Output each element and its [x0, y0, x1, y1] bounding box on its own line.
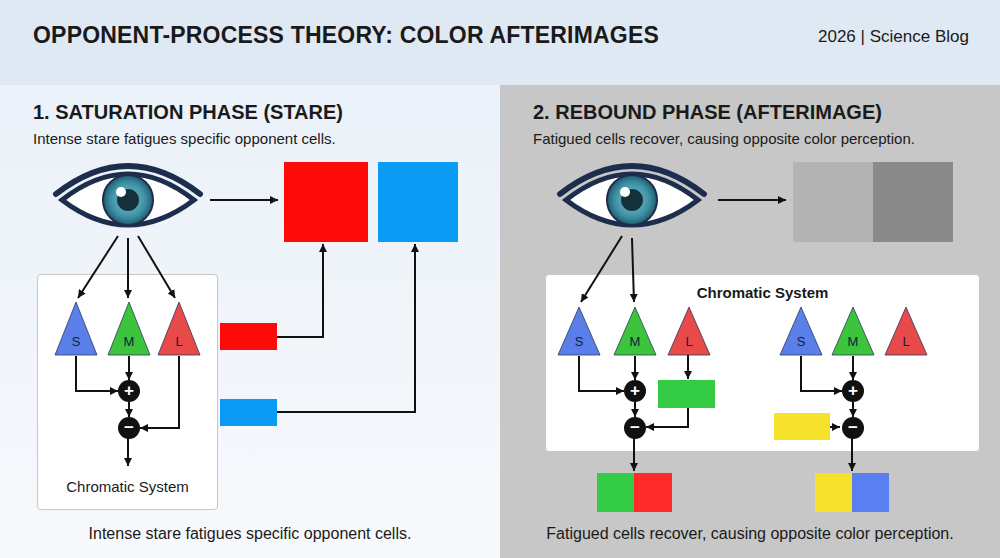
cone-letter: L: [884, 334, 928, 349]
triangle-fill: [158, 302, 200, 355]
triangle-fill: [55, 302, 97, 355]
red-swatch: [634, 473, 672, 512]
red-bar: [220, 323, 277, 350]
panel-caption: Fatigued cells recover, causing opposite…: [500, 525, 1000, 543]
operator-circle: −: [842, 417, 864, 439]
operator-sign: +: [118, 380, 140, 402]
phase-panel: 2. REBOUND PHASE (AFTERIMAGE) Fatigued ce…: [500, 85, 1000, 558]
panel-heading: 1. SATURATION PHASE (STARE): [33, 101, 343, 124]
red-square: [284, 162, 368, 242]
signal-arrow: [581, 236, 622, 302]
cone-letter: M: [107, 334, 151, 349]
cone-triangle: L: [884, 306, 928, 356]
box-label: Chromatic System: [546, 284, 979, 301]
cone-letter: L: [667, 334, 711, 349]
yellow-bar: [774, 413, 830, 440]
leader-line: [277, 244, 415, 412]
connector: [128, 356, 130, 380]
operator-circle: −: [624, 417, 646, 439]
signal-arrow: [127, 238, 129, 298]
eye-right: [560, 166, 704, 225]
gray-square: [873, 162, 953, 242]
cone-triangle: M: [107, 301, 151, 356]
operator-sign: +: [842, 380, 864, 402]
view-arrow: [718, 199, 786, 201]
triangle-fill: [780, 307, 822, 355]
output-arrow: [127, 438, 129, 466]
operator-sign: −: [118, 417, 140, 439]
triangle-fill: [558, 307, 600, 355]
green-bar: [658, 380, 715, 408]
signal-arrow: [138, 236, 175, 298]
phase-panel: 1. SATURATION PHASE (STARE) Intense stare…: [0, 85, 500, 558]
gray-square: [793, 162, 873, 242]
operator-sign: +: [624, 380, 646, 402]
panel-subtitle: Fatigued cells recover, causing opposite…: [533, 130, 915, 147]
connector: [76, 356, 118, 391]
cone-triangle: L: [667, 306, 711, 356]
yellow-swatch: [815, 473, 852, 512]
operator-circle: +: [118, 380, 140, 402]
cone-letter: M: [613, 334, 657, 349]
box-label: Chromatic System: [38, 478, 217, 495]
leader-line: [830, 426, 840, 428]
operator-circle: +: [842, 380, 864, 402]
operator-circle: +: [624, 380, 646, 402]
connector: [140, 356, 179, 428]
cone-triangle: L: [157, 301, 201, 356]
cone-letter: S: [54, 334, 98, 349]
output-arrow: [633, 438, 635, 471]
connector: [128, 402, 130, 417]
blue-swatch: [852, 473, 889, 512]
cone-triangle: S: [779, 306, 823, 356]
cone-letter: M: [831, 334, 875, 349]
cone-letter: S: [779, 334, 823, 349]
connector: [634, 402, 636, 417]
operator-sign: −: [624, 417, 646, 439]
panel-subtitle: Intense stare fatigues specific opponent…: [33, 130, 336, 147]
leader-line: [277, 244, 323, 337]
leader-line: [687, 355, 689, 379]
panel-heading: 2. REBOUND PHASE (AFTERIMAGE): [533, 101, 882, 124]
connector: [579, 356, 624, 391]
output-arrow: [851, 438, 853, 471]
cone-letter: S: [557, 334, 601, 349]
connector: [634, 356, 636, 380]
operator-sign: −: [842, 417, 864, 439]
connector: [852, 402, 854, 417]
triangle-fill: [668, 307, 710, 355]
connector: [801, 356, 842, 391]
blog-label: 2026 | Science Blog: [818, 27, 969, 47]
eye-left: [56, 166, 200, 225]
green-swatch: [597, 473, 634, 512]
cone-triangle: M: [831, 306, 875, 356]
blue-square: [378, 162, 458, 242]
blue-bar: [220, 399, 277, 426]
diagram-title: OPPONENT-PROCESS THEORY: COLOR AFTERIMAG…: [33, 22, 659, 49]
cone-triangle: M: [613, 306, 657, 356]
signal-arrow: [632, 238, 634, 302]
triangle-fill: [108, 302, 150, 355]
system-box: Chromatic System SML + −: [37, 274, 218, 510]
cone-triangle: S: [54, 301, 98, 356]
leader-line: [646, 408, 688, 427]
system-box: Chromatic SystemSML+−SML+−: [545, 274, 980, 452]
cone-letter: L: [157, 334, 201, 349]
header-band: OPPONENT-PROCESS THEORY: COLOR AFTERIMAG…: [0, 0, 1000, 86]
operator-circle: −: [118, 417, 140, 439]
triangle-fill: [832, 307, 874, 355]
triangle-fill: [885, 307, 927, 355]
panel-caption: Intense stare fatigues specific opponent…: [0, 525, 500, 543]
triangle-fill: [614, 307, 656, 355]
cone-triangle: S: [557, 306, 601, 356]
connector: [852, 356, 854, 380]
signal-arrow: [78, 236, 118, 298]
view-arrow: [210, 199, 278, 201]
